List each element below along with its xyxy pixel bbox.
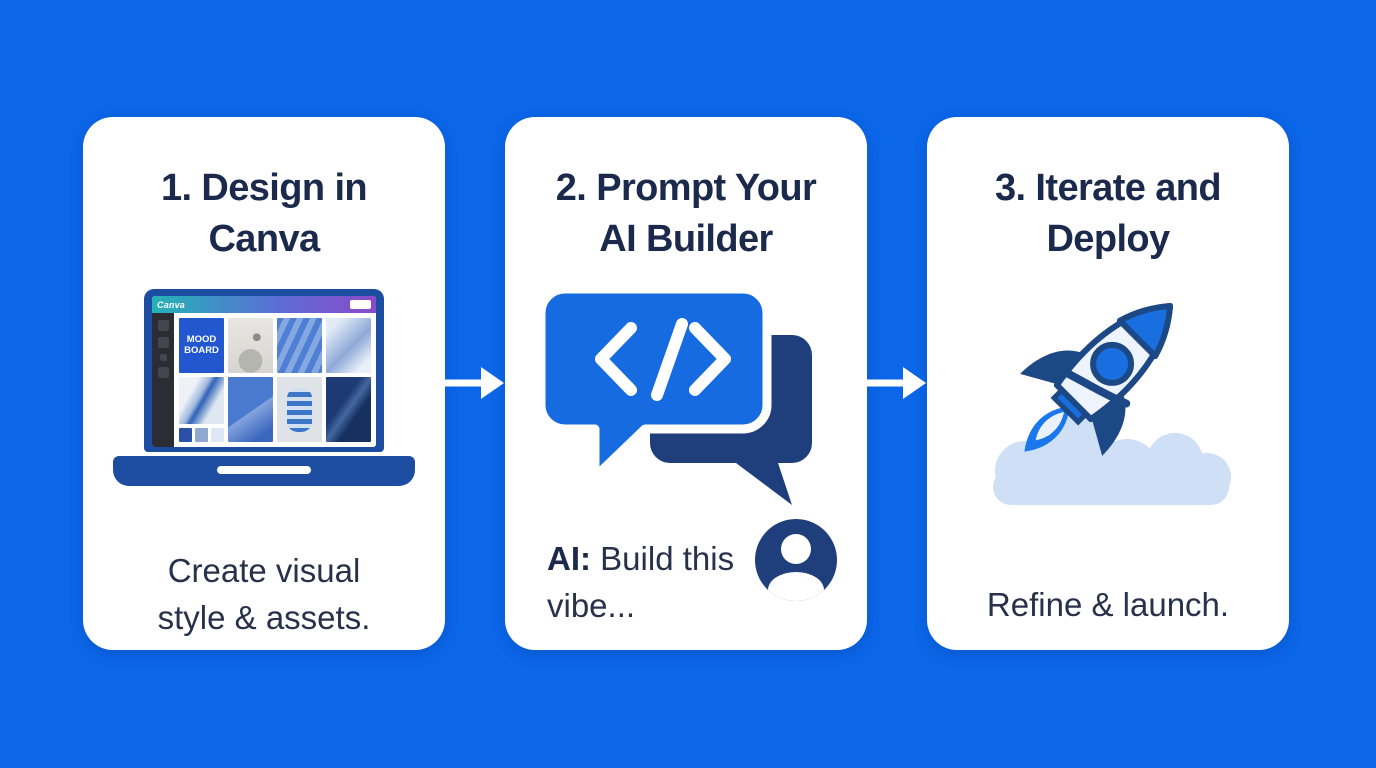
- laptop-moodboard-illustration: Canva MOOD BOARD: [113, 289, 415, 486]
- share-button-mock: [350, 300, 371, 309]
- laptop-notch: [217, 466, 311, 474]
- step1-title: 1. Design in Canva: [160, 167, 368, 260]
- code-icon: [595, 318, 731, 401]
- chat-bubbles-code-illustration: [535, 283, 837, 510]
- canva-app-mock: Canva MOOD BOARD: [152, 296, 376, 447]
- ai-label: AI:: [547, 540, 591, 577]
- swatch-dark-blue: [179, 427, 192, 442]
- chat-bubbles-svg: [536, 284, 812, 505]
- glass-cylinder: [287, 387, 312, 432]
- sidebar-tool-icon: [157, 337, 169, 348]
- sidebar-tool-icon: [157, 320, 169, 331]
- moodboard-glass-tile: [277, 377, 322, 442]
- step-card-design-in-canva: 1. Design in Canva Canva: [83, 117, 445, 650]
- step-card-prompt-ai-builder: 2. Prompt Your AI Builder AI: Build this…: [505, 117, 867, 650]
- laptop-base: [113, 456, 415, 486]
- step2-caption: AI: Build this vibe...: [547, 540, 735, 624]
- moodboard-grid: MOOD BOARD: [179, 318, 371, 442]
- moodboard-vase-tile: [228, 318, 273, 374]
- step3-title: 3. Iterate and Deploy: [994, 167, 1222, 260]
- moodboard-wave-tile: [277, 318, 322, 374]
- step1-caption: Create visual style & assets.: [157, 552, 371, 636]
- laptop-screen: Canva MOOD BOARD: [144, 289, 384, 452]
- canva-toolbar: Canva: [152, 296, 376, 313]
- moodboard-ice-tile: [179, 377, 224, 424]
- moodboard-fabric-tile: [326, 377, 371, 442]
- rocket-flame-core: [1035, 412, 1064, 441]
- moodboard-geometric-tile: [228, 377, 273, 442]
- rocket-window: [1090, 341, 1135, 386]
- step2-title: 2. Prompt Your AI Builder: [555, 167, 817, 260]
- rocket-nose: [1116, 302, 1174, 360]
- swatch-medium-blue: [195, 427, 208, 442]
- canva-sidebar: [152, 313, 174, 447]
- swatch-light-blue: [211, 427, 224, 442]
- sidebar-tool-icon: [159, 354, 167, 361]
- rocket-wing-stripe: [1052, 364, 1131, 408]
- right-arrow-icon: [438, 361, 507, 410]
- color-swatches: [179, 427, 224, 442]
- rocket-icon: [1020, 302, 1174, 456]
- step3-caption: Refine & launch.: [986, 586, 1230, 623]
- canva-logo: Canva: [157, 299, 186, 310]
- user-avatar-icon: [755, 519, 837, 601]
- sidebar-tool-icon: [157, 367, 169, 378]
- cloud-shape: [993, 415, 1231, 505]
- step-card-iterate-deploy: 3. Iterate and Deploy: [927, 117, 1289, 650]
- avatar-shoulders: [768, 572, 824, 601]
- rocket-fin-left: [1020, 350, 1086, 384]
- moodboard-title-tile: MOOD BOARD: [179, 318, 224, 374]
- rocket-fin-right: [1092, 390, 1126, 456]
- rocket-launch-illustration: [977, 275, 1239, 524]
- canva-workspace: MOOD BOARD: [152, 313, 376, 447]
- rocket-svg: [993, 302, 1231, 505]
- moodboard-abstract-tile: [326, 318, 371, 374]
- right-arrow-icon: [860, 361, 929, 410]
- avatar-head: [781, 534, 811, 564]
- canva-canvas: MOOD BOARD: [174, 313, 376, 447]
